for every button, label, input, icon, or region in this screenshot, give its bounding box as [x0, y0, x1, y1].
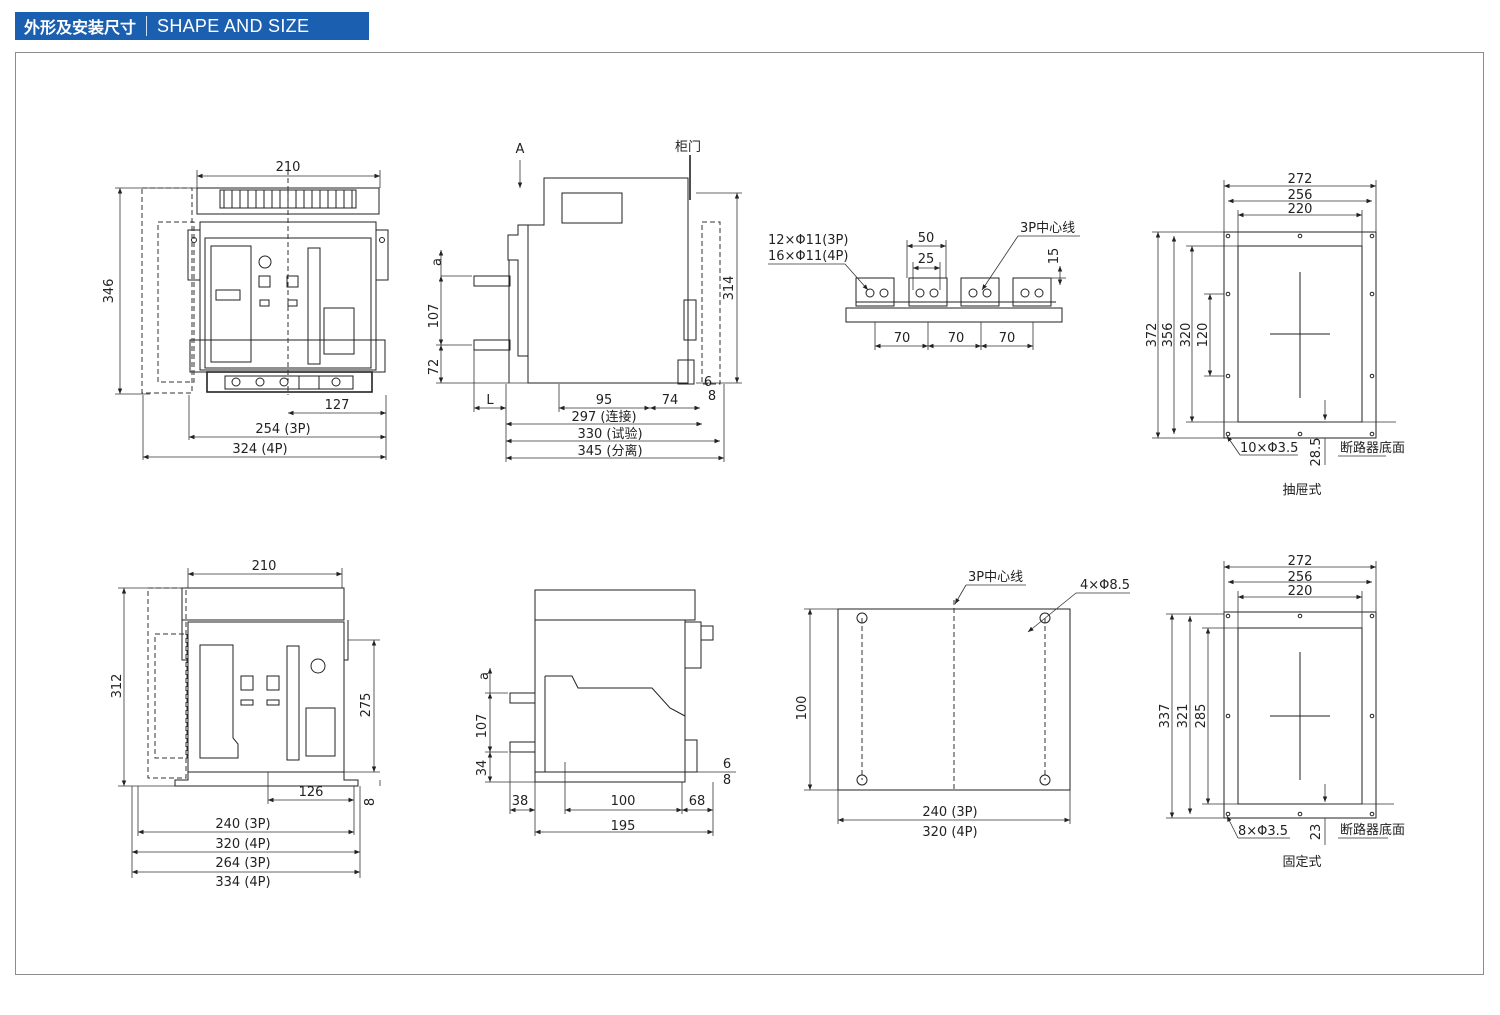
dim-240-front: 240 (3P): [215, 817, 270, 832]
section-title-zh: 外形及安装尺寸: [24, 18, 137, 37]
dim-a-bottom: a: [477, 672, 492, 680]
dim-28-5: 28.5: [1309, 438, 1324, 467]
section-title-en: SHAPE AND SIZE: [157, 15, 310, 36]
dim-372: 372: [1145, 323, 1160, 348]
dim-330: 330 (试验): [577, 426, 642, 442]
dim-320: 320: [1179, 323, 1194, 348]
dim-120: 120: [1196, 323, 1211, 348]
dim-a: a: [430, 258, 445, 266]
fixed-side-view: a 107 34 6 8 38 100 68 195: [475, 589, 736, 836]
label-centerline-bottom: 3P中心线: [968, 570, 1023, 585]
fixed-front-view: 210 312 275 126 8 240 (3P) 320 (4P) 264 …: [110, 559, 381, 890]
dim-220-top: 220: [1288, 202, 1313, 217]
dim-107-bottom: 107: [475, 714, 490, 739]
dim-220-bottom: 220: [1288, 584, 1313, 599]
dim-95: 95: [596, 393, 613, 408]
dim-126: 126: [299, 785, 324, 800]
dim-8-bottom-front: 8: [363, 798, 378, 806]
dim-334-front: 334 (4P): [215, 875, 270, 890]
label-holes-10: 10×Φ3.5: [1240, 441, 1298, 456]
dim-272-bottom: 272: [1288, 554, 1313, 569]
dim-L: L: [486, 393, 494, 408]
drawout-panel-cutout: 272 256 220 372 356 320 120 10×Φ3.5 28.5…: [1145, 172, 1405, 498]
dim-127: 127: [325, 398, 350, 413]
terminal-arrangement: 12×Φ11(3P) 16×Φ11(4P) 3P中心线 50 25 15 70 …: [768, 221, 1080, 350]
dim-70c: 70: [999, 331, 1016, 346]
dim-70b: 70: [948, 331, 965, 346]
dim-346: 346: [102, 279, 117, 304]
dim-272-top: 272: [1288, 172, 1313, 187]
label-bottom-bottom: 断路器底面: [1340, 822, 1405, 838]
dim-321: 321: [1176, 704, 1191, 729]
dim-285: 285: [1194, 704, 1209, 729]
dim-337: 337: [1158, 704, 1173, 729]
dim-6-bottom: 6: [723, 757, 731, 772]
dim-345: 345 (分离): [577, 443, 642, 459]
section-header: 外形及安装尺寸 SHAPE AND SIZE: [15, 12, 369, 40]
dim-312: 312: [110, 674, 125, 699]
dim-38: 38: [512, 794, 529, 809]
dim-25: 25: [918, 252, 935, 267]
label-centerline-top: 3P中心线: [1020, 221, 1075, 236]
label-type-fixed: 固定式: [1282, 855, 1321, 870]
dim-34: 34: [475, 760, 490, 777]
dim-195: 195: [611, 819, 636, 834]
drawout-side-view: A 柜门 a 107 72 314 6 8 L 95 74: [427, 140, 742, 462]
dim-100-mount: 100: [795, 696, 810, 721]
dim-100-side: 100: [611, 794, 636, 809]
header-divider: [146, 16, 148, 36]
fixed-panel-cutout: 272 256 220 337 321 285 8×Φ3.5 23 断路器底面 …: [1158, 554, 1405, 870]
dim-314: 314: [722, 276, 737, 301]
dim-324: 324 (4P): [232, 442, 287, 457]
dim-240-mount: 240 (3P): [922, 805, 977, 820]
dim-210: 210: [276, 160, 301, 175]
dim-320-front: 320 (4P): [215, 837, 270, 852]
label-holes-4: 4×Φ8.5: [1080, 578, 1130, 593]
label-holes-4p: 16×Φ11(4P): [768, 249, 848, 264]
dim-210-bottom: 210: [252, 559, 277, 574]
dim-70a: 70: [894, 331, 911, 346]
label-holes-3p: 12×Φ11(3P): [768, 233, 848, 248]
dim-256-bottom: 256: [1288, 570, 1313, 585]
drawout-front-view: 210 346 127 254 (3P) 324 (4P): [102, 160, 389, 460]
dim-74: 74: [662, 393, 679, 408]
dim-72: 72: [427, 359, 442, 376]
dim-8-bottom: 8: [723, 773, 731, 788]
dim-8: 8: [708, 389, 716, 404]
label-type-drawout: 抽屉式: [1282, 483, 1321, 498]
dim-23: 23: [1309, 824, 1324, 841]
dim-15: 15: [1047, 248, 1062, 265]
label-bottom-top: 断路器底面: [1340, 440, 1405, 456]
dim-254: 254 (3P): [255, 422, 310, 437]
dim-297: 297 (连接): [571, 409, 636, 425]
label-A: A: [516, 142, 525, 157]
dim-275: 275: [359, 693, 374, 718]
dim-6: 6: [704, 375, 712, 390]
label-cabinet-door: 柜门: [675, 140, 701, 155]
dim-320-mount: 320 (4P): [922, 825, 977, 840]
fixed-mounting-plan: 3P中心线 4×Φ8.5 100 240 (3P) 320 (4P): [795, 570, 1130, 840]
drawing-frame: [15, 52, 1484, 975]
label-holes-8: 8×Φ3.5: [1238, 824, 1288, 839]
dim-264-front: 264 (3P): [215, 856, 270, 871]
dim-256-top: 256: [1288, 188, 1313, 203]
dim-50: 50: [918, 231, 935, 246]
dim-107: 107: [427, 304, 442, 329]
dim-356: 356: [1161, 323, 1176, 348]
dim-68: 68: [689, 794, 706, 809]
